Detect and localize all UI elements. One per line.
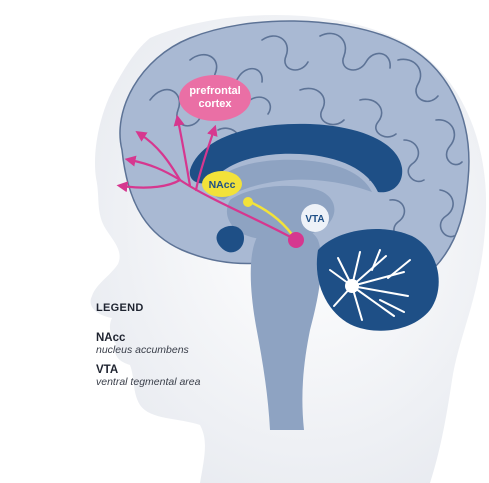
vta-dot: [288, 232, 304, 248]
legend-term: NAcc: [96, 332, 200, 344]
nacc-dot: [243, 197, 253, 207]
legend-item-vta: VTA ventral tegmental area: [96, 364, 200, 388]
nacc-label: NAcc: [209, 179, 236, 191]
cerebellum-core: [345, 279, 359, 293]
legend-title: LEGEND: [96, 302, 200, 314]
legend-term: VTA: [96, 364, 200, 376]
prefrontal-label-line1: prefrontal: [189, 85, 240, 97]
legend-description: ventral tegmental area: [96, 376, 200, 388]
prefrontal-label-line2: cortex: [198, 98, 232, 110]
legend-description: nucleus accumbens: [96, 344, 200, 356]
legend-item-nacc: NAcc nucleus accumbens: [96, 332, 200, 356]
legend: LEGEND NAcc nucleus accumbens VTA ventra…: [96, 302, 200, 396]
vta-label: VTA: [305, 214, 324, 225]
